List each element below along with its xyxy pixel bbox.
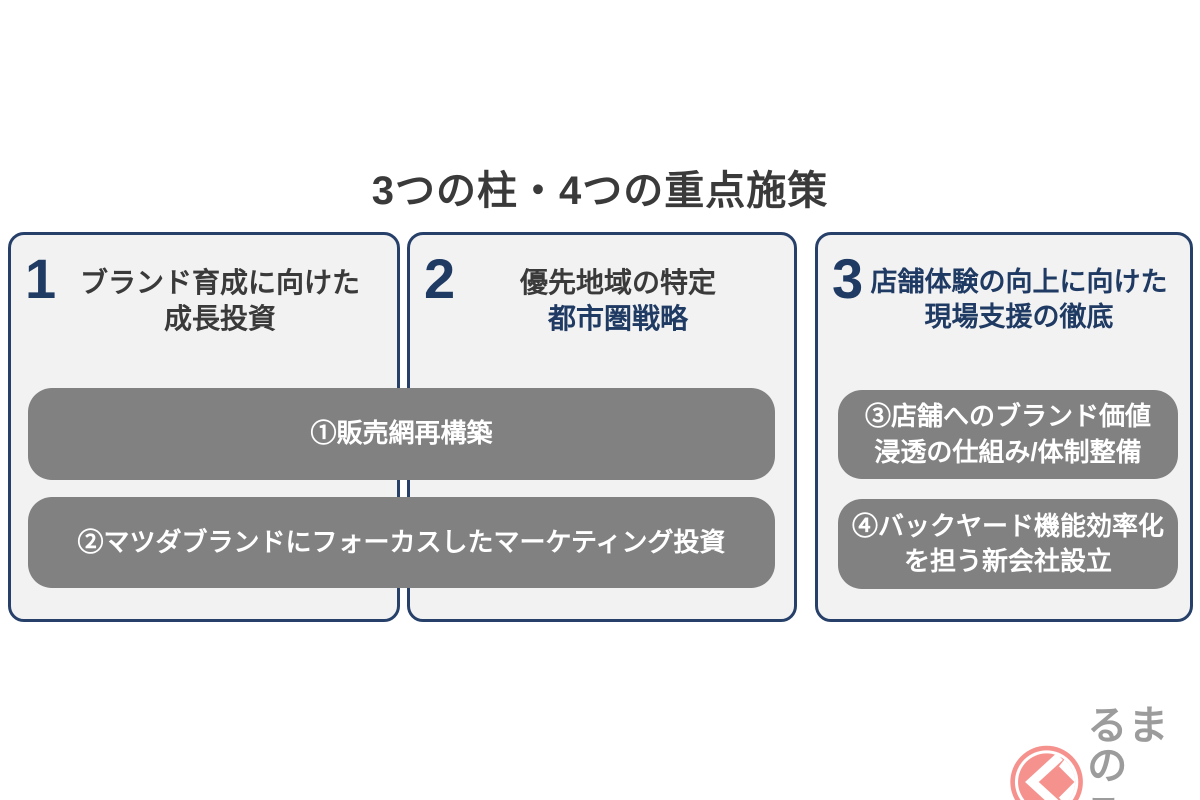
pillar-2-number: 2 [424,247,456,310]
pillar-1-number: 1 [25,247,57,310]
pillar-2-title-line1: 優先地域の特定 [519,267,716,298]
pillar-3-number: 3 [832,247,864,310]
logo-text-line1: るまの [1087,704,1170,788]
pillar-1-title-line1: ブランド育成に向けた [79,267,360,298]
pillar-3-title-line2: 現場支援の徹底 [924,301,1114,332]
pillar-3-title-line1: 店舗体験の向上に向けた [870,267,1168,297]
logo-text-line2: ニュース [1087,792,1200,800]
kuruma-no-news-logo: るまの ニュース [1008,706,1200,800]
measure-3-box: ③店舗へのブランド価値 浸透の仕組み/体制整備 [838,390,1178,479]
measure-2-label: ②マツダブランドにフォーカスしたマーケティング投資 [77,526,726,557]
slide-title: 3つの柱・4つの重点施策 [371,169,829,213]
kuruma-no-news-circle-icon [1010,745,1083,800]
pillar-1-title-line2: 成長投資 [163,302,276,334]
pillar-2-title: 優先地域の特定 都市圏戦略 [410,265,794,337]
pillar-2-title-line2: 都市圏戦略 [547,302,688,334]
measure-4-label-line1: ④バックヤード機能効率化 [851,510,1164,541]
measure-2-bar: ②マツダブランドにフォーカスしたマーケティング投資 [28,497,775,588]
measure-1-bar: ①販売網再構築 [28,388,775,480]
measure-1-label: ①販売網再構築 [310,418,493,449]
logo-text: るまの ニュース [1087,706,1200,800]
measure-4-label-line2: を担う新会社設立 [903,546,1112,576]
measure-3-label-line1: ③店舗へのブランド価値 [864,401,1151,432]
measure-3-label-line2: 浸透の仕組み/体制整備 [874,436,1142,467]
pillar-1-title: ブランド育成に向けた 成長投資 [11,265,397,337]
measure-4-box: ④バックヤード機能効率化 を担う新会社設立 [838,499,1178,589]
pillar-3-title: 店舗体験の向上に向けた 現場支援の徹底 [818,265,1190,334]
